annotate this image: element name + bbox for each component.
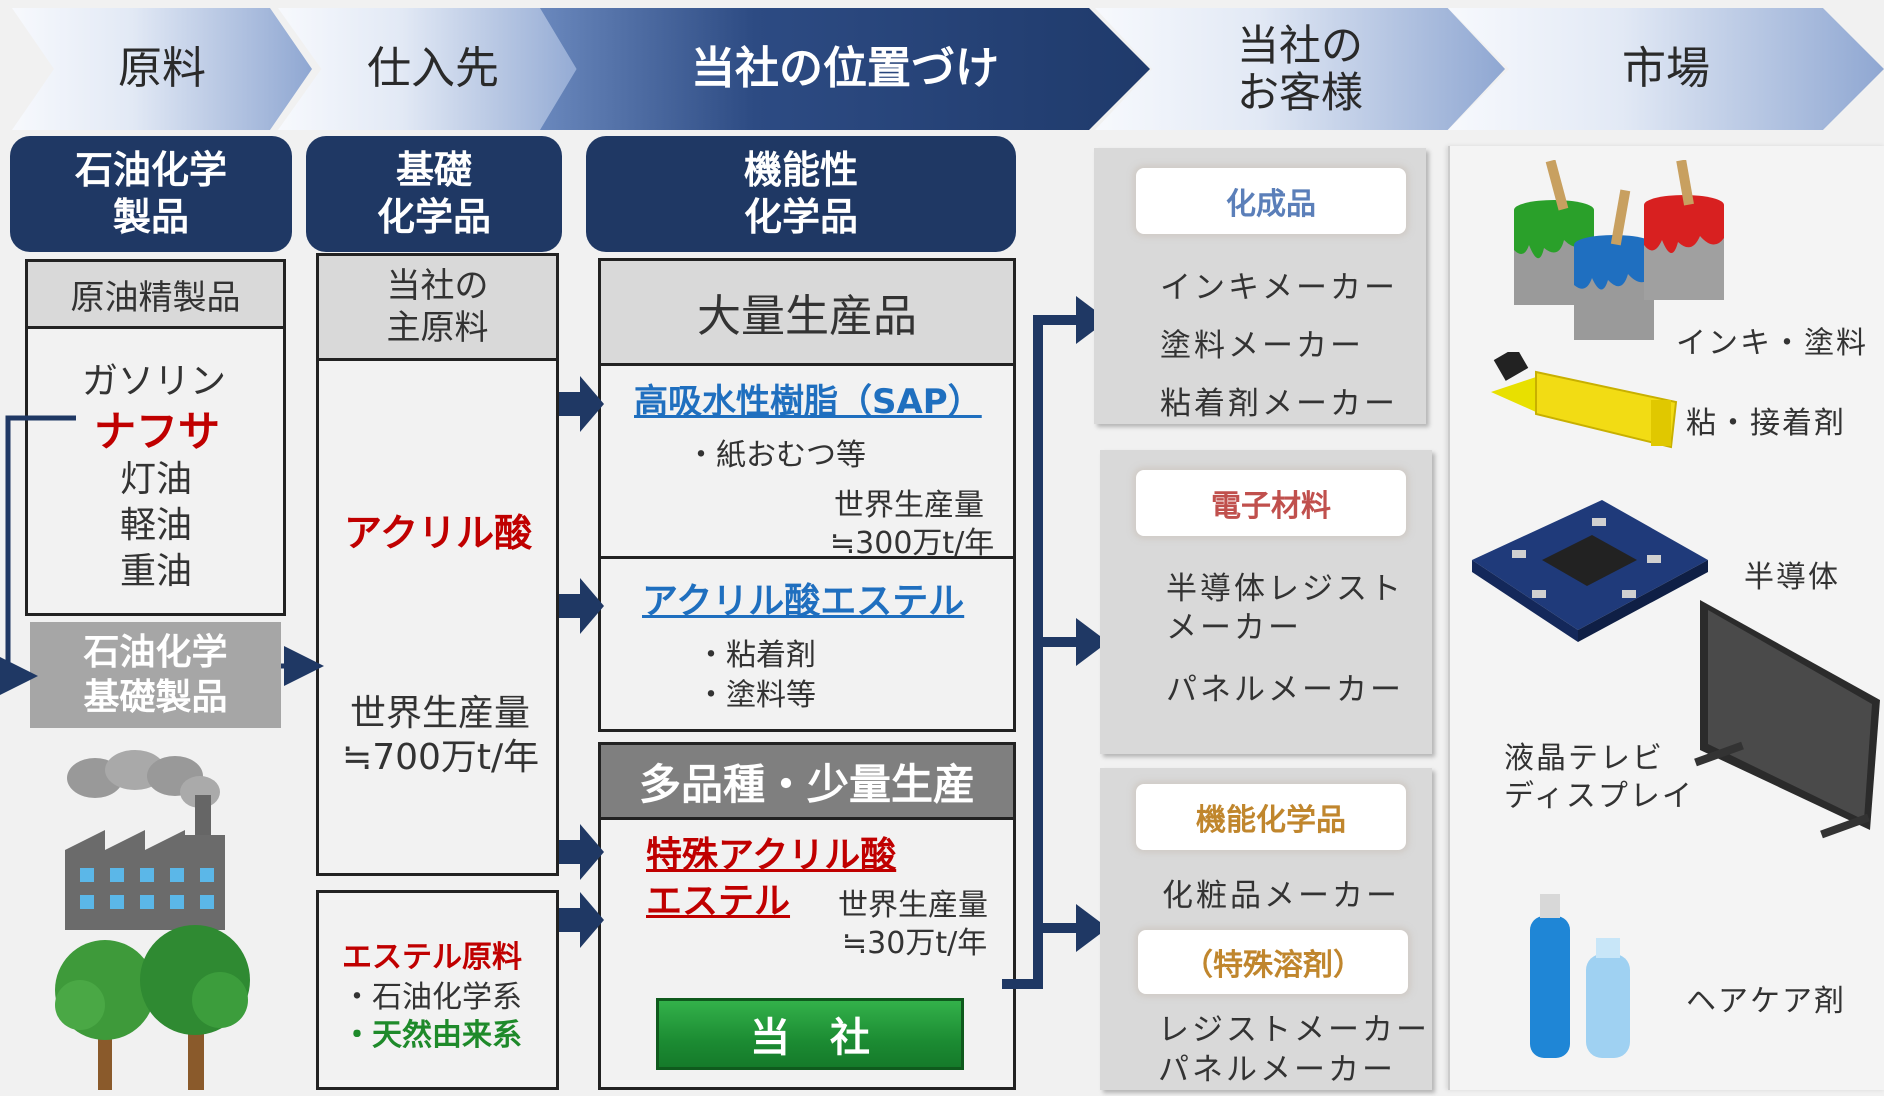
customer-panel-maker: パネルメーカー — [1166, 672, 1404, 708]
special-production-header: 多品種・少量生産 — [598, 742, 1016, 820]
lcd-tv-icon — [1694, 600, 1880, 839]
glue-tube-icon — [1491, 352, 1678, 449]
acrylic-ester-title: アクリル酸エステル — [642, 581, 965, 622]
special-production-label: 多品種・少量生産 — [638, 759, 975, 809]
mass-production-label: 大量生産品 — [697, 291, 917, 342]
category-label: 基礎 化学品 — [376, 147, 491, 240]
stage-customers: 当社の お客様 — [1095, 8, 1505, 130]
crude-refined-label: 原油精製品 — [70, 277, 241, 318]
market-lcd-display: 液晶テレビ ディスプレイ — [1504, 741, 1694, 814]
ester-materials-title: エステル原料 — [342, 940, 522, 975]
stage-raw-materials: 原料 — [12, 8, 312, 130]
stage-label: 当社の お客様 — [1236, 20, 1363, 117]
special-ester-title-1: 特殊アクリル酸 — [646, 835, 897, 876]
customer-paint-maker: 塗料メーカー — [1160, 328, 1364, 364]
supplier-production-value: ≒700万t/年 — [342, 737, 540, 778]
customer-label-text: 化成品 — [1226, 187, 1316, 222]
sap-production-label: 世界生産量 — [834, 488, 984, 523]
category-basic-chemicals: 基礎 化学品 — [306, 136, 562, 252]
ester-material-petro: ・石油化学系 — [342, 980, 522, 1015]
acrylic-ester-box — [598, 556, 1016, 732]
paint-cans-icon — [1514, 160, 1724, 340]
item-heavy-oil: 重油 — [120, 551, 193, 592]
stage-market: 市場 — [1448, 8, 1884, 130]
ester-material-natural: ・天然由来系 — [342, 1018, 522, 1053]
sap-production-value: ≒300万t/年 — [830, 526, 995, 561]
our-company-label: 当 社 — [750, 1015, 870, 1061]
market-semiconductor: 半導体 — [1744, 560, 1840, 595]
customer-resist-maker: 半導体レジスト メーカー — [1166, 571, 1404, 646]
petro-basic-products-label: 石油化学 基礎製品 — [83, 632, 228, 718]
item-gasoline: ガソリン — [82, 361, 227, 402]
customer-label-special-solvent: （特殊溶剤） — [1138, 930, 1408, 994]
acrylic-acid-label: アクリル酸 — [344, 511, 533, 555]
item-naphtha: ナフサ — [94, 407, 221, 456]
special-ester-title-2: エステル — [646, 881, 791, 922]
main-material-label: 当社の 主原料 — [386, 265, 489, 349]
sap-box — [598, 363, 1016, 559]
petro-basic-products-box: 石油化学 基礎製品 — [30, 622, 281, 728]
special-production-label-text: 世界生産量 — [838, 888, 988, 923]
market-hair-care: ヘアケア剤 — [1686, 984, 1846, 1019]
circuit-board-icon — [1472, 500, 1708, 642]
customer-adhesive-maker: 粘着剤メーカー — [1160, 386, 1398, 422]
customer-cosmetics-maker: 化粧品メーカー — [1162, 878, 1400, 914]
item-light-oil: 軽油 — [120, 505, 193, 546]
crude-products-box — [25, 326, 286, 616]
factory-icon — [65, 750, 225, 930]
acrylic-ester-item-adhesive: ・粘着剤 — [696, 638, 816, 673]
customer-label-text: 電子材料 — [1211, 489, 1331, 524]
market-ink-paint: インキ・塗料 — [1676, 326, 1868, 361]
acrylic-ester-item-paint: ・塗料等 — [696, 678, 816, 713]
stage-label: 市場 — [1622, 43, 1710, 95]
stage-label: 仕入先 — [367, 43, 499, 95]
trees-icon — [55, 925, 250, 1090]
category-petrochemical: 石油化学 製品 — [10, 136, 292, 252]
ester-materials-box — [316, 890, 559, 1090]
customer-label-text: 機能化学品 — [1196, 803, 1346, 838]
customer-label-chemicals: 化成品 — [1136, 168, 1406, 234]
customer-label-electronics: 電子材料 — [1136, 470, 1406, 536]
item-kerosene: 灯油 — [120, 459, 193, 500]
market-adhesive: 粘・接着剤 — [1686, 406, 1846, 441]
sap-item-diapers: ・紙おむつ等 — [686, 438, 866, 473]
stage-label: 原料 — [118, 43, 206, 95]
main-material-header: 当社の 主原料 — [316, 253, 559, 361]
category-functional-chemicals: 機能性 化学品 — [586, 136, 1016, 252]
stage-our-position: 当社の位置づけ — [540, 8, 1150, 130]
special-production-value: ≒30万t/年 — [842, 926, 988, 961]
supplier-production-label: 世界生産量 — [350, 693, 531, 734]
hair-care-bottles-icon — [1530, 894, 1630, 1058]
customer-panel-maker-2: パネルメーカー — [1158, 1052, 1396, 1088]
customer-ink-maker: インキメーカー — [1160, 270, 1398, 306]
customer-sub-label-text: （特殊溶剤） — [1183, 948, 1363, 983]
customer-resist-maker-2: レジストメーカー — [1158, 1012, 1430, 1048]
stage-label: 当社の位置づけ — [691, 43, 999, 95]
category-label: 石油化学 製品 — [74, 147, 227, 240]
stage-suppliers: 仕入先 — [278, 8, 588, 130]
category-label: 機能性 化学品 — [743, 147, 858, 240]
acrylic-acid-box — [316, 358, 559, 876]
mass-production-header: 大量生産品 — [598, 258, 1016, 366]
customer-label-functional: 機能化学品 — [1136, 784, 1406, 850]
sap-title: 高吸水性樹脂（SAP） — [634, 382, 982, 422]
our-company-button[interactable]: 当 社 — [656, 998, 964, 1070]
